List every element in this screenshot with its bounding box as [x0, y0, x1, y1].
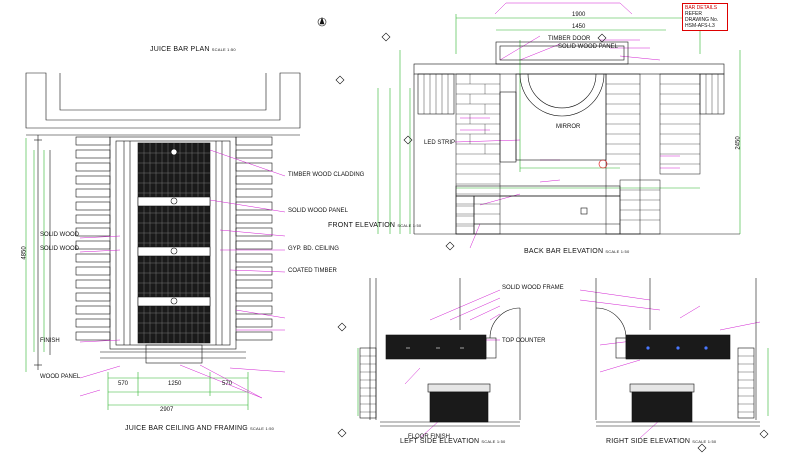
title-scale: SCALE 1:50 [481, 439, 506, 444]
right-side-elevation-title: RIGHT SIDE ELEVATION SCALE 1:50 [606, 438, 716, 445]
front-elevation-title: FRONT ELEVATION SCALE 1:50 [328, 222, 421, 229]
drawing-reference-box: BAR DETAILS REFER DRAWING No. HSM-AFS-L3 [682, 3, 728, 31]
right-side-elevation-drawing [595, 278, 760, 427]
title-text: BACK BAR ELEVATION [524, 248, 604, 255]
left-side-elevation-drawing [359, 278, 521, 427]
note-plan-left-2: SOLID WOOD [40, 246, 80, 252]
note-plan-left-1: SOLID WOOD [40, 232, 80, 238]
juice-bar-plan-title: JUICE BAR PLAN SCALE 1:50 [150, 46, 236, 53]
dim-plan-seg-3: 570 [222, 381, 233, 387]
ref-line-2: REFER DRAWING No. [685, 11, 719, 23]
dim-back-right: 2450 [735, 136, 742, 150]
ref-line-1: BAR DETAILS [685, 5, 718, 11]
title-text: RIGHT SIDE ELEVATION [606, 438, 691, 445]
note-back-2: SOLID WOOD PANEL [558, 44, 618, 50]
dim-back-top: 1900 [572, 12, 586, 18]
note-plan-left-4: WOOD PANEL [40, 374, 81, 380]
title-scale: SCALE 1:50 [692, 439, 717, 444]
note-plan-right-4: COATED TIMBER [288, 268, 337, 274]
note-plan-right-3: GYP. BD. CEILING [288, 246, 339, 252]
note-plan-left-3: FINISH [40, 338, 60, 344]
note-side-1: SOLID WOOD FRAME [502, 285, 564, 291]
back-bar-elevation-drawing [413, 41, 740, 235]
note-plan-right-1: TIMBER WOOD CLADDING [288, 172, 365, 178]
note-back-4: LED STRIP [424, 140, 456, 146]
juice-bar-plan-drawing [25, 72, 301, 370]
dim-plan-seg-2: 1250 [168, 381, 182, 387]
title-scale: SCALE 1:50 [211, 47, 236, 52]
ref-line-3: HSM-AFS-L3 [685, 23, 715, 29]
title-scale: SCALE 1:50 [250, 426, 275, 431]
title-scale: SCALE 1:50 [605, 249, 630, 254]
title-text: LEFT SIDE ELEVATION [400, 438, 480, 445]
title-text: FRONT ELEVATION [328, 222, 396, 229]
dim-plan-height: 4850 [21, 246, 28, 260]
dim-back-mid: 1450 [572, 24, 586, 30]
left-side-elevation-title: LEFT SIDE ELEVATION SCALE 1:50 [400, 438, 505, 445]
note-side-2: TOP COUNTER [502, 338, 546, 344]
dim-plan-seg-1: 570 [118, 381, 129, 387]
ceiling-framing-title: JUICE BAR CEILING AND FRAMING SCALE 1:50 [125, 425, 274, 432]
title-text: JUICE BAR PLAN [150, 46, 210, 53]
note-side-3: FLOOR FINISH [408, 434, 451, 440]
dim-plan-total-width: 2907 [160, 407, 174, 413]
note-plan-right-2: SOLID WOOD PANEL [288, 208, 348, 214]
title-scale: SCALE 1:50 [397, 223, 422, 228]
note-back-3: MIRROR [556, 124, 581, 130]
back-bar-elevation-title: BACK BAR ELEVATION SCALE 1:50 [524, 248, 629, 255]
title-text: JUICE BAR CEILING AND FRAMING [125, 425, 248, 432]
note-back-1: TIMBER DOOR [548, 36, 591, 42]
